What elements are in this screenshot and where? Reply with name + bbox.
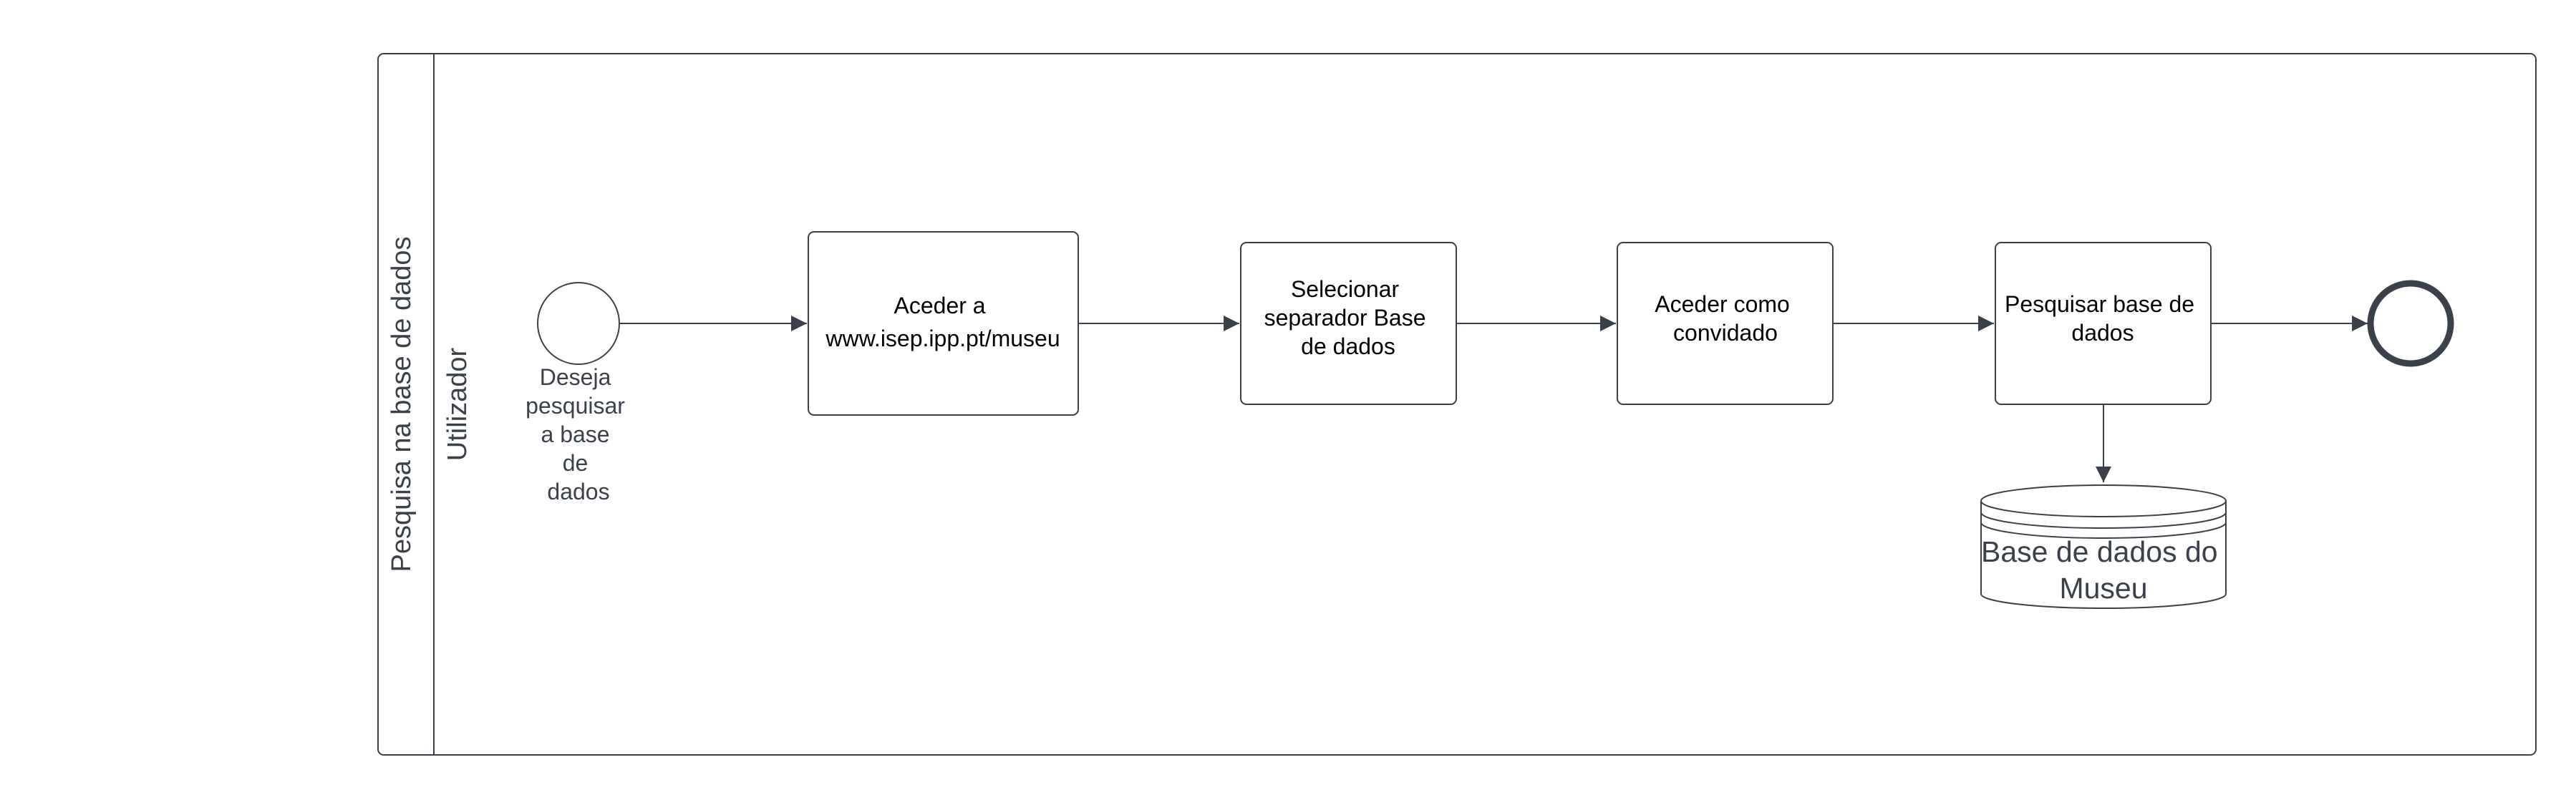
task-box (1617, 242, 1834, 405)
task-aceder-site: Aceder a www.isep.ipp.pt/museu (808, 231, 1079, 416)
task-pesquisar-base: Pesquisar base de dados (1995, 242, 2212, 405)
data-store-ring-1 (1980, 512, 2227, 529)
task-label: Aceder como convidado (1655, 291, 1796, 346)
start-event: Deseja pesquisar a base de dados (526, 282, 631, 504)
sequence-flows (620, 316, 2368, 482)
data-store-ring-2 (1980, 522, 2227, 539)
task-label: Aceder a www.isep.ipp.pt/museu (825, 293, 1060, 351)
data-store-body (1980, 501, 2227, 609)
start-event-circle (537, 282, 620, 365)
lane-label: Utilizador (442, 347, 473, 461)
pool: Pesquisa na base de dados Utilizador (377, 53, 2537, 756)
task-label: Pesquisar base de dados (2005, 291, 2201, 346)
task-label: Selecionar separador Base de dados (1264, 276, 1433, 359)
data-store: Base de dados do Museu (1980, 484, 2227, 609)
task-box (1240, 242, 1457, 405)
task-box (808, 231, 1079, 416)
data-store-top (1980, 484, 2227, 517)
pool-border (377, 53, 2537, 756)
data-store-label: Base de dados do Museu (1981, 535, 2226, 605)
task-box (1995, 242, 2212, 405)
start-event-label: Deseja pesquisar a base de dados (526, 364, 631, 504)
end-event (2367, 280, 2454, 367)
pool-label: Pesquisa na base de dados (387, 236, 417, 572)
end-event-circle (2367, 280, 2454, 367)
task-aceder-convidado: Aceder como convidado (1617, 242, 1834, 405)
task-selecionar-separador: Selecionar separador Base de dados (1240, 242, 1457, 405)
